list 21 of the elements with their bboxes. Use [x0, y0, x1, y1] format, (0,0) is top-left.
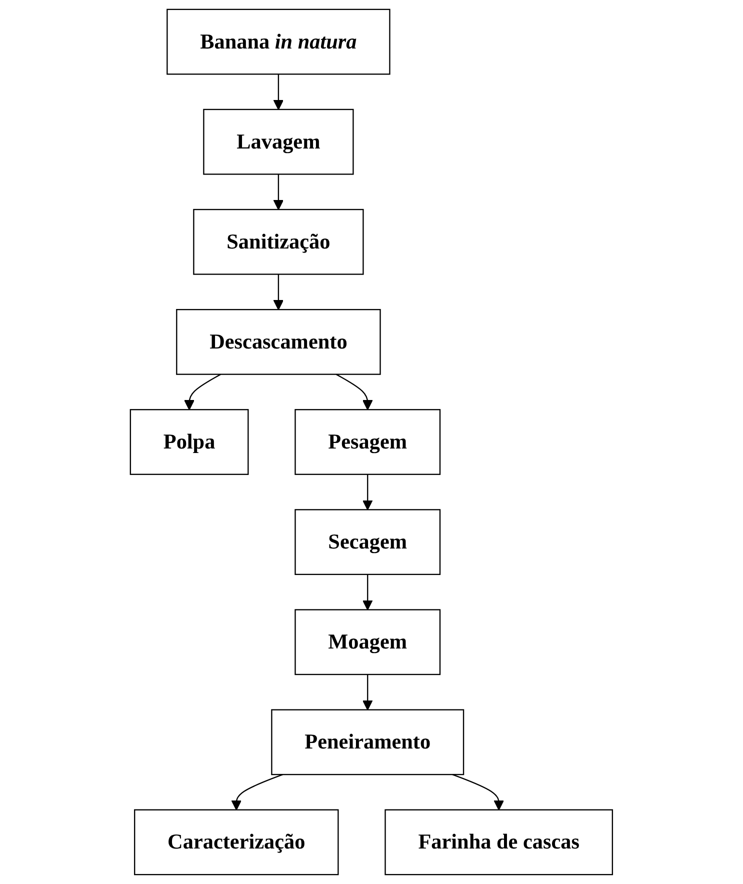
- arrow: [336, 374, 373, 410]
- arrow: [231, 774, 283, 810]
- node-box: Sanitização: [193, 208, 364, 275]
- arrow: [452, 774, 504, 810]
- node-box: Farinha de cascas: [384, 809, 614, 876]
- node-box: Descascamento: [176, 308, 381, 375]
- arrow: [273, 274, 284, 310]
- node-box: Peneiramento: [271, 709, 464, 776]
- node-box: Caracterização: [134, 809, 339, 876]
- node-box: Moagem: [294, 609, 441, 676]
- node-box: Polpa: [130, 409, 249, 475]
- node-box: Lavagem: [203, 108, 354, 175]
- node-box: Pesagem: [294, 409, 441, 475]
- node-box: Banana in natura: [166, 8, 390, 75]
- arrow: [273, 174, 284, 210]
- arrow: [362, 574, 373, 610]
- arrow: [362, 674, 373, 710]
- arrow: [362, 474, 373, 510]
- arrow: [184, 374, 222, 410]
- arrow: [273, 74, 284, 110]
- node-box: Secagem: [294, 509, 441, 576]
